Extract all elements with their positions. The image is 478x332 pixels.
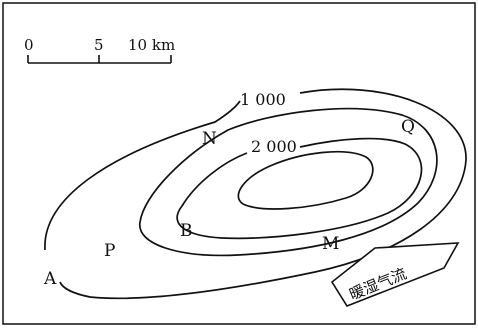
contour-1000-line [44,88,467,300]
point-label-q: Q [401,117,415,137]
contour-label-1000: 1 000 [240,90,286,109]
contour-inner-line [237,150,374,210]
map-border [2,2,476,325]
contour-lines [44,88,467,300]
scale-label-0: 0 [24,36,34,54]
point-label-a: A [43,269,57,289]
airflow-arrow-shape [330,242,460,307]
point-label-m: M [322,234,339,254]
point-label-p: P [104,241,115,261]
scale-label-5: 5 [94,36,104,54]
scale-label-10km: 10 km [128,36,175,54]
contour-1500-line [139,107,438,257]
contour-label-2000: 2 000 [251,137,297,156]
point-label-n: N [202,129,217,149]
contour-2000-line [176,137,423,240]
warm-humid-airflow-arrow: 暖湿气流 [330,242,460,307]
scale-bar: 0 5 10 km [24,36,175,64]
point-label-b: B [180,221,193,241]
